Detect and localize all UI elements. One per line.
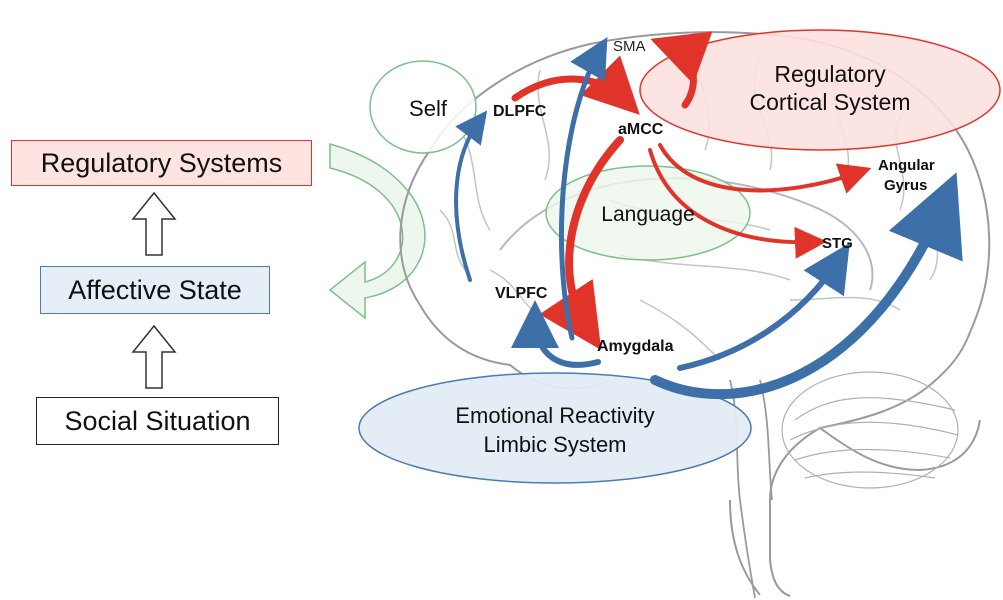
arrow-amygdala-to-stg [677, 242, 850, 371]
arrow-amygdala-to-angular [650, 172, 963, 400]
sma-label: SMA [613, 38, 646, 55]
arrow-amcc-to-stg [648, 148, 827, 259]
vlpfc-label: VLPFC [495, 285, 548, 302]
arrow-amcc-to-amygdala [539, 136, 624, 351]
social-situation-box: Social Situation [36, 397, 279, 445]
regulatory-cortical-label-1: Regulatory [774, 61, 886, 87]
regulatory-systems-box: Regulatory Systems [11, 140, 312, 186]
up-arrow-affective-to-regulatory-icon [131, 191, 177, 256]
cerebellum [781, 371, 959, 489]
arrow-amcc-to-sma [650, 31, 713, 109]
regulatory-cortical-region [639, 29, 1001, 151]
arrow-amygdala-to-sma [558, 36, 608, 341]
arrow-dlpfc-to-amcc [511, 55, 640, 115]
up-arrow-social-to-affective-icon [131, 324, 177, 389]
feedback-curve-arrow-icon [328, 143, 426, 320]
affective-state-box: Affective State [40, 266, 270, 314]
language-region [545, 165, 751, 261]
affective-state-label: Affective State [68, 274, 242, 305]
regulatory-systems-label: Regulatory Systems [40, 147, 283, 178]
arrow-vlpfc-to-dlpfc [454, 110, 488, 282]
emotional-label-2: Limbic System [483, 432, 626, 457]
amcc-label: aMCC [618, 121, 664, 138]
stg-label: STG [822, 235, 853, 252]
self-region [369, 60, 477, 154]
dlpfc-label: DLPFC [493, 103, 547, 120]
emotional-label-1: Emotional Reactivity [455, 403, 654, 428]
social-situation-label: Social Situation [64, 405, 251, 436]
emotional-limbic-region [358, 372, 752, 484]
language-label: Language [601, 203, 694, 226]
limbic-arrows [454, 36, 963, 400]
arrow-amygdala-to-vlpfc [511, 300, 601, 368]
arrow-amcc-to-angular [658, 143, 872, 194]
amygdala-label: Amygdala [597, 338, 674, 355]
angular-gyrus-label-2: Gyrus [884, 177, 927, 194]
self-label: Self [409, 96, 448, 121]
angular-gyrus-label-1: Angular [878, 157, 935, 174]
regulatory-cortical-label-2: Cortical System [749, 89, 910, 115]
